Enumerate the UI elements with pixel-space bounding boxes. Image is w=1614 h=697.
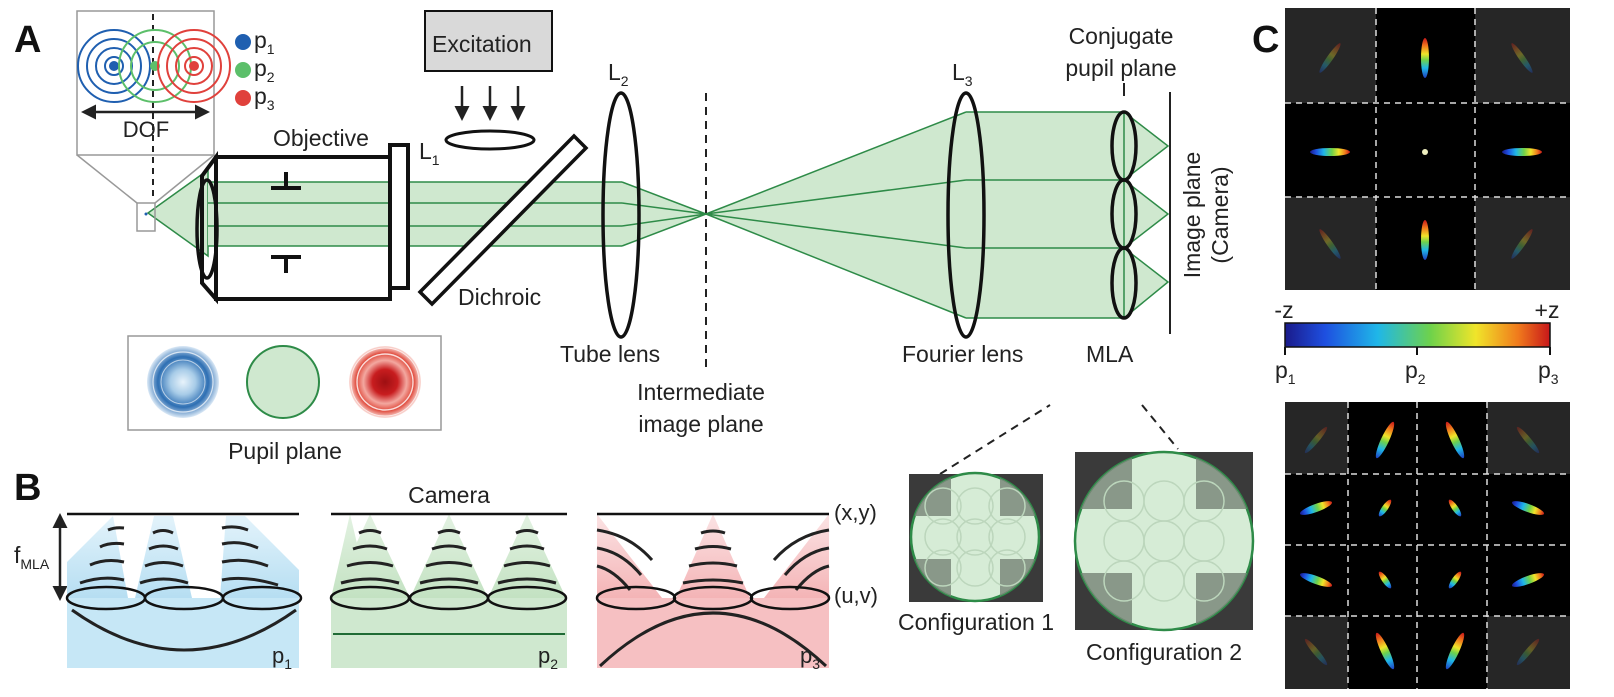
panel-label-a: A bbox=[14, 19, 41, 61]
image-plane-label-1: Image plane bbox=[1179, 152, 1205, 279]
p2-label: p2 bbox=[254, 55, 275, 85]
p3-dot bbox=[235, 90, 251, 106]
colorbar-p3-label: p3 bbox=[1538, 357, 1559, 387]
panel-c bbox=[1284, 8, 1570, 689]
p3-label: p3 bbox=[254, 83, 275, 113]
dof-inset bbox=[76, 10, 231, 200]
config2-label: Configuration 2 bbox=[1086, 639, 1242, 665]
l1-lens bbox=[444, 129, 536, 151]
pupil-plane-label: Pupil plane bbox=[228, 438, 342, 464]
fourier-beam bbox=[966, 112, 1124, 318]
dichroic-label: Dichroic bbox=[458, 284, 541, 310]
tube-lens bbox=[601, 91, 641, 339]
p1-dot bbox=[235, 34, 251, 50]
image-plane-label-2: (Camera) bbox=[1207, 166, 1233, 263]
objective-lens bbox=[195, 178, 219, 280]
psf-grid-3x3 bbox=[1285, 8, 1570, 290]
objective-label: Objective bbox=[273, 125, 369, 151]
p1-label: p1 bbox=[254, 27, 275, 57]
colorbar-plus-label: +z bbox=[1535, 297, 1560, 323]
fourier-lens bbox=[946, 91, 986, 339]
f-mla-label: fMLA bbox=[14, 542, 50, 572]
panel-label-b: B bbox=[14, 467, 41, 509]
z-colorbar bbox=[1284, 322, 1551, 348]
xy-label: (x,y) bbox=[834, 500, 877, 525]
dof-label: DOF bbox=[123, 117, 169, 142]
subpanel-p1 bbox=[65, 512, 303, 668]
mla-label: MLA bbox=[1086, 341, 1134, 367]
intermediate-label-1: Intermediate bbox=[637, 379, 765, 405]
conjugate-label-2: pupil plane bbox=[1065, 55, 1176, 81]
panel-a-optical-path bbox=[76, 10, 1171, 431]
colorbar-minus-label: -z bbox=[1274, 297, 1293, 323]
subpanel-p2 bbox=[329, 512, 568, 668]
mla-lenslets bbox=[1110, 110, 1138, 320]
camera-label: Camera bbox=[408, 482, 490, 508]
pupil-blue bbox=[147, 346, 219, 418]
p1-subpanel-label: p1 bbox=[272, 643, 292, 672]
p3-subpanel-label: p3 bbox=[800, 643, 820, 672]
panel-b bbox=[52, 404, 1255, 668]
fourier-lens-label: Fourier lens bbox=[902, 341, 1023, 367]
config1-label: Configuration 1 bbox=[898, 609, 1054, 635]
configuration-1-inset bbox=[909, 471, 1043, 603]
intermediate-label-2: image plane bbox=[638, 411, 763, 437]
collimated-beam bbox=[208, 182, 706, 246]
subpanel-p3 bbox=[595, 512, 831, 668]
colorbar-p2-label: p2 bbox=[1405, 357, 1426, 387]
colorbar-p1-label: p1 bbox=[1275, 357, 1296, 387]
excitation-box bbox=[424, 10, 553, 72]
l3-label: L3 bbox=[952, 59, 973, 89]
tube-lens-label: Tube lens bbox=[560, 341, 660, 367]
psf-grid-4x4 bbox=[1285, 402, 1570, 689]
uv-label: (u,v) bbox=[834, 583, 878, 608]
p2-dot bbox=[235, 62, 251, 78]
conjugate-label-1: Conjugate bbox=[1069, 23, 1174, 49]
sample-box bbox=[136, 202, 156, 232]
pupil-plane-box bbox=[127, 335, 442, 431]
configuration-2-inset bbox=[1073, 450, 1255, 632]
pupil-green bbox=[246, 345, 320, 419]
panel-label-c: C bbox=[1252, 19, 1279, 61]
diverging-cone bbox=[706, 112, 966, 318]
dichroic-mirror bbox=[417, 133, 589, 307]
pupil-red bbox=[349, 346, 421, 418]
l2-label: L2 bbox=[608, 59, 629, 89]
excitation-label: Excitation bbox=[432, 31, 532, 57]
p2-subpanel-label: p2 bbox=[538, 643, 558, 672]
l1-label: L1 bbox=[419, 138, 440, 168]
